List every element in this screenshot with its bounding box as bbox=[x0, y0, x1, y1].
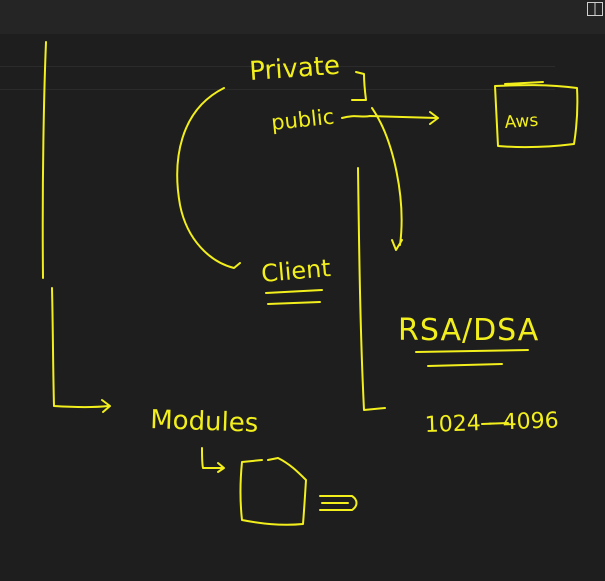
aws-box bbox=[494, 81, 579, 149]
client-underline bbox=[265, 289, 323, 305]
private-bracket bbox=[351, 71, 367, 101]
modules-sub-arrow bbox=[201, 447, 225, 473]
ruled-line bbox=[0, 89, 555, 90]
label-key-sizes: 1024 - 4096 bbox=[424, 408, 559, 438]
toolbar bbox=[0, 0, 605, 34]
module-box bbox=[239, 457, 307, 526]
label-private: Private bbox=[248, 51, 341, 87]
rsa-vertical-stroke bbox=[357, 167, 386, 411]
left-vertical-stroke bbox=[41, 41, 47, 279]
modules-arrow bbox=[51, 287, 111, 413]
label-public: public bbox=[270, 104, 335, 134]
label-aws: Aws bbox=[504, 111, 539, 133]
ruled-line bbox=[0, 66, 555, 67]
label-modules: Modules bbox=[150, 405, 259, 439]
rsa-underline bbox=[415, 349, 529, 367]
equals-arrow bbox=[319, 495, 358, 511]
key-size-dash bbox=[481, 422, 509, 425]
public-to-aws-arrow bbox=[341, 111, 439, 125]
split-panel-icon[interactable] bbox=[587, 2, 603, 16]
private-to-client-curve bbox=[176, 87, 241, 269]
label-rsa-dsa: RSA/DSA bbox=[398, 313, 539, 348]
label-client: Client bbox=[260, 254, 332, 288]
public-down-curve bbox=[371, 107, 403, 251]
